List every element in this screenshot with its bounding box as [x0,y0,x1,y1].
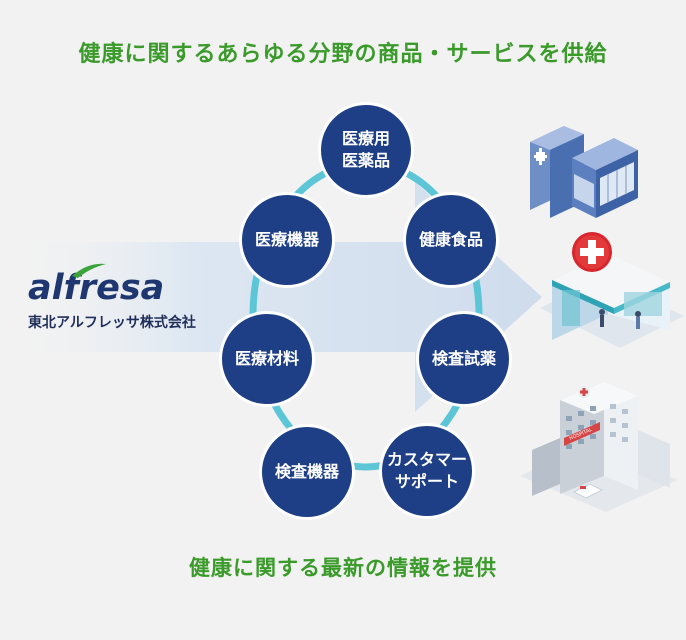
node-medical-materials: 医療材料 [219,311,315,407]
logo-wordmark: alfresa [28,268,165,308]
company-logo: alfresa 東北アルフレッサ株式会社 [28,268,218,332]
top-headline: 健康に関するあらゆる分野の商品・サービスを供給 [78,42,608,67]
flow-arrow [0,182,542,412]
company-name: 東北アルフレッサ株式会社 [28,315,196,331]
pharmacy-building-icon [530,126,638,218]
node-test-reagents: 検査試薬 [416,311,512,407]
logo-leaf-icon [72,263,106,278]
clinic-icon [540,232,684,348]
node-ethical-drugs: 医療用 医薬品 [318,102,414,198]
node-test-equipment: 検査機器 [259,424,355,520]
node-health-food: 健康食品 [403,192,499,288]
hospital-icon: HOSPITAL [520,382,678,512]
bottom-headline: 健康に関する最新の情報を提供 [189,556,497,580]
node-medical-devices: 医療機器 [239,192,335,288]
node-customer-support: カスタマー サポート [379,423,475,519]
